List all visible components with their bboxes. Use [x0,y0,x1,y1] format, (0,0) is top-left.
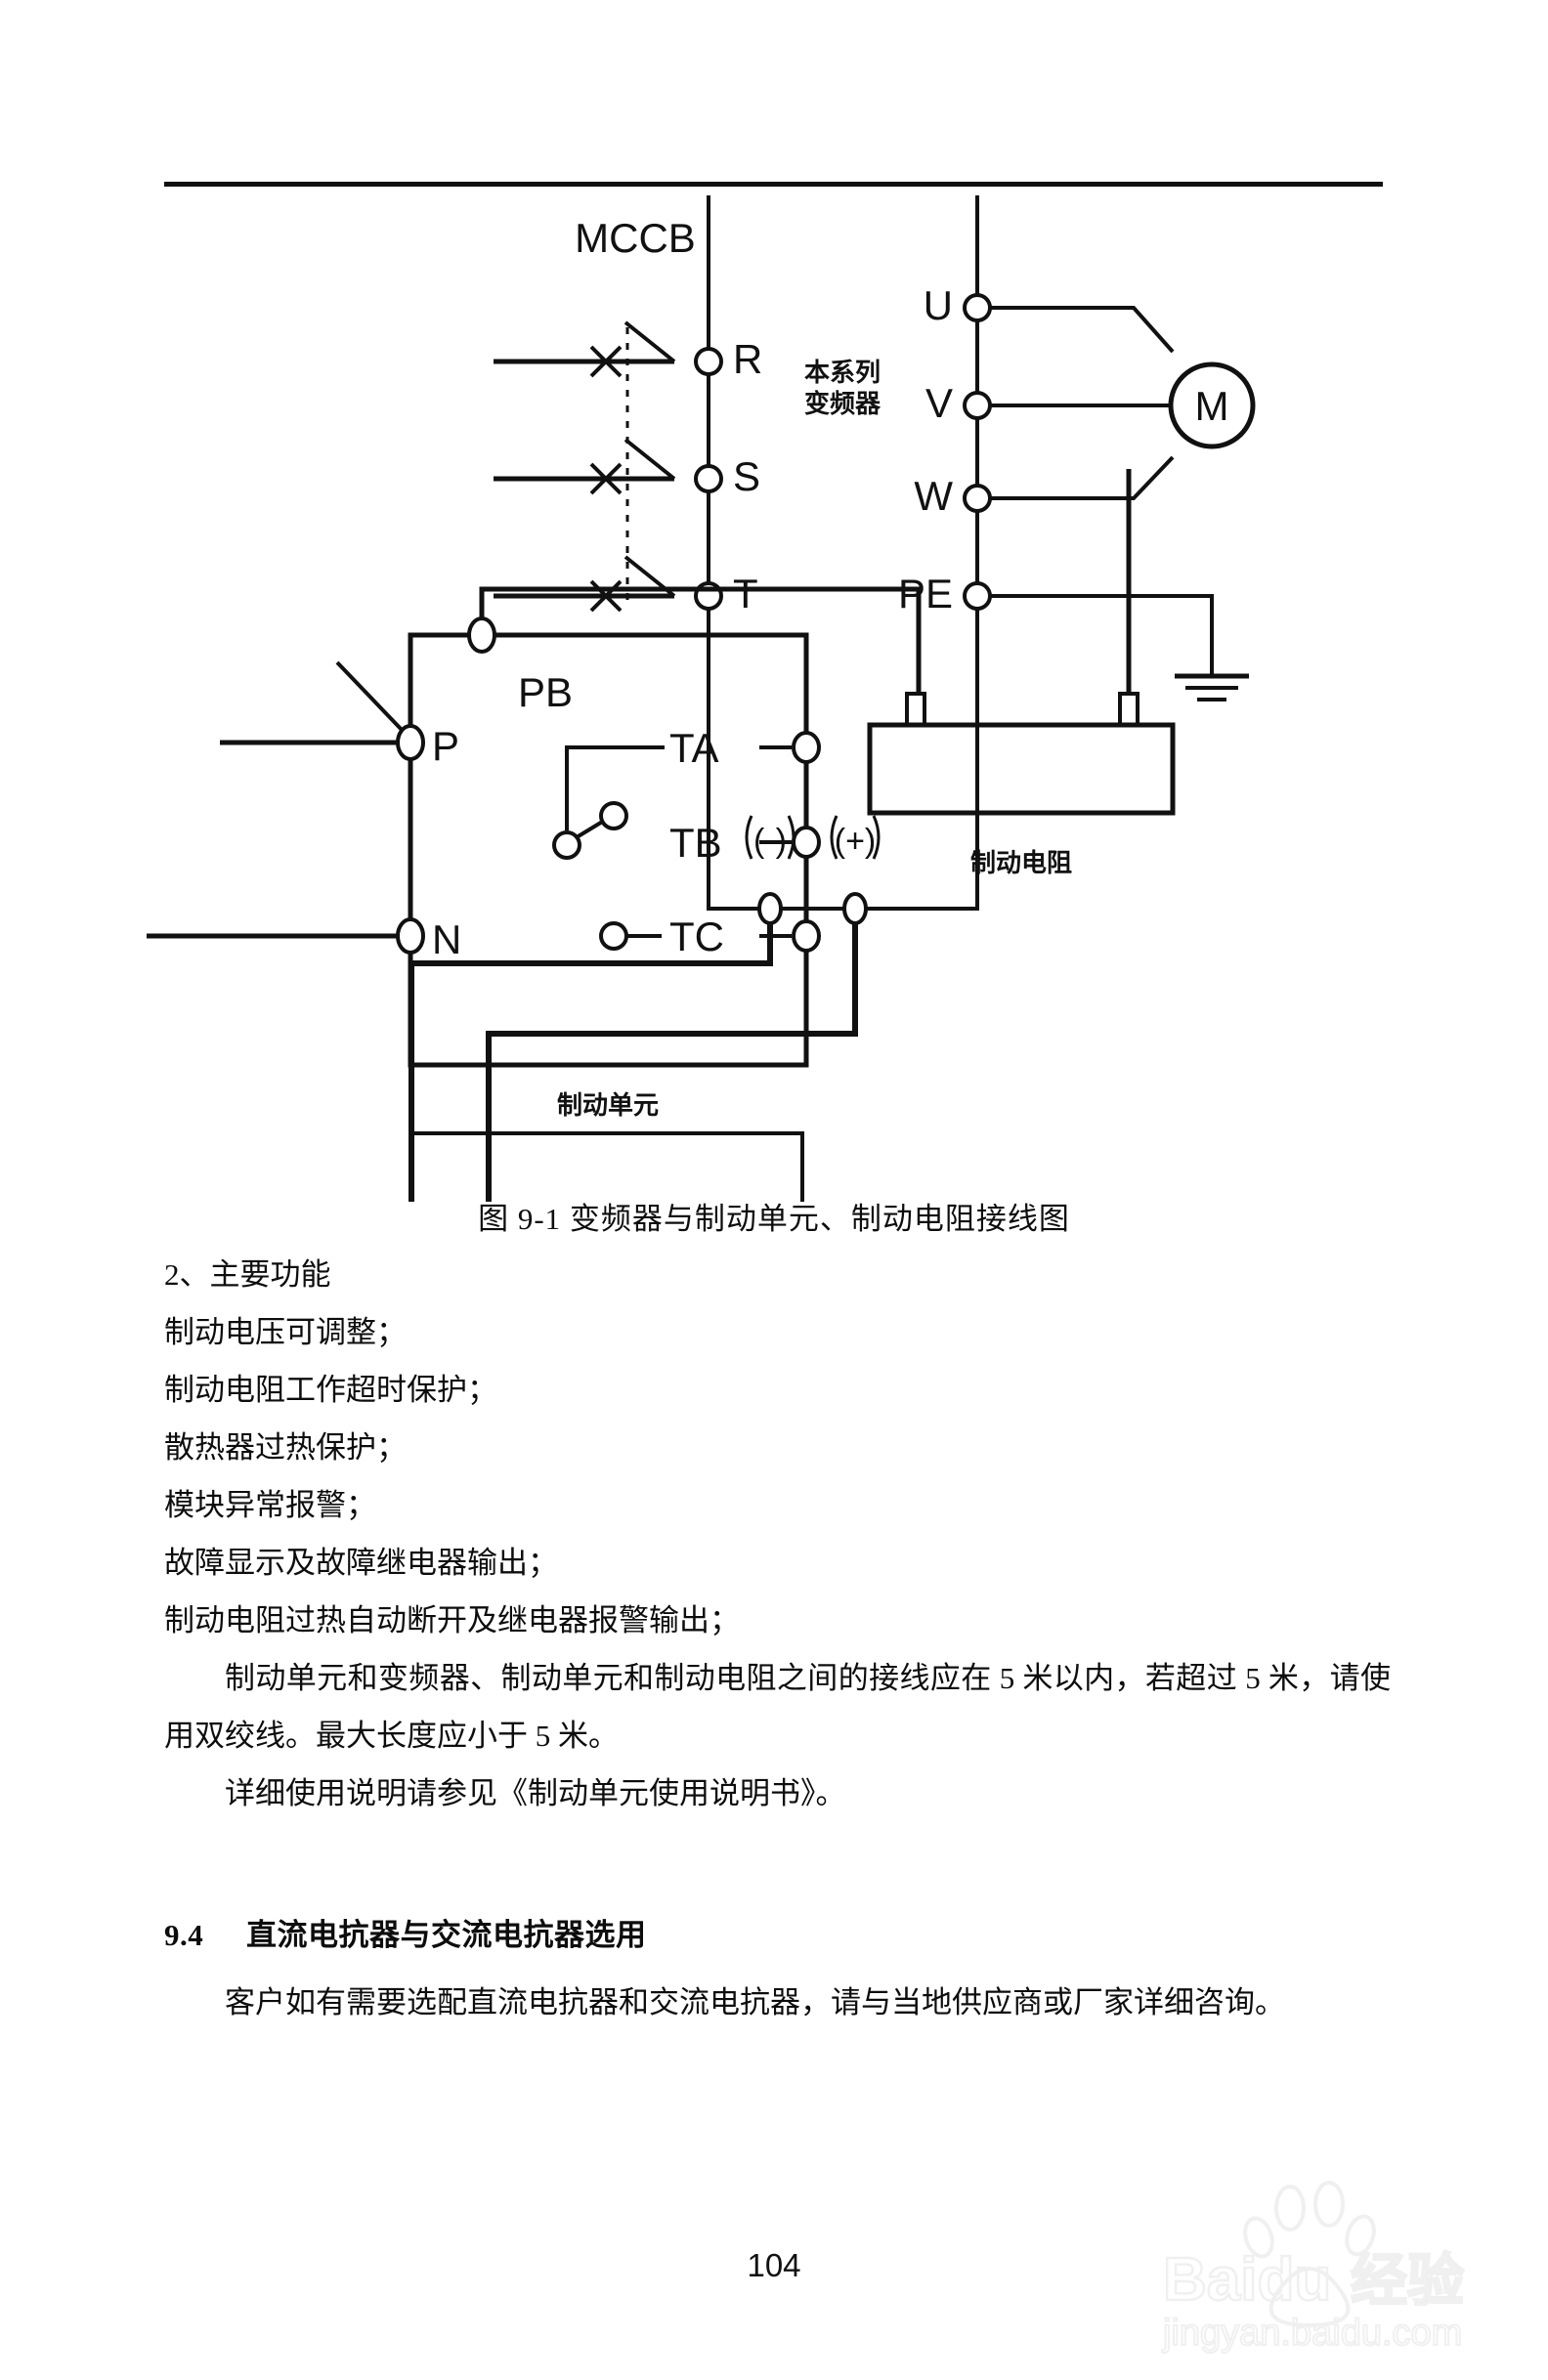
relay-tb-node [792,826,821,859]
braking-unit-rect [408,632,809,1068]
terminal-w-label: W [914,473,953,519]
braking-resistor-label: 制动电阻 [970,848,1072,877]
terminal-s-node [694,464,723,493]
terminal-pb-node [467,616,496,654]
wiring-diagram-figure: MCCB R S T U V W PE M (-) (+) 本系列 变频器 [147,195,1401,1202]
terminal-p-label: P [432,723,459,769]
section-heading: 9.4 直流电抗器与交流电抗器选用 [164,1910,1391,1954]
terminal-n-label: N [432,916,461,962]
relay-ta-node [792,731,821,764]
feature-item: 制动电压可调整； [164,1315,407,1349]
terminal-pb-label: PB [518,669,573,715]
braking-section-svg: PB P N TA TB TC 制动单元 制动电阻 [147,469,1176,1120]
section-paragraph: 客户如有需要选配直流电抗器和交流电抗器，请与当地供应商或厂家详细咨询。 [225,1985,1285,2019]
feature-item: 故障显示及故障继电器输出； [164,1546,558,1580]
feature-item: 制动电阻过热自动断开及继电器报警输出； [164,1603,740,1637]
feature-item: 模块异常报警； [164,1488,376,1522]
section-body: 客户如有需要选配直流电抗器和交流电抗器，请与当地供应商或厂家详细咨询。 [164,1974,1391,2031]
terminal-r-label: R [733,336,762,382]
terminal-v-label: V [925,380,953,426]
mccb-label: MCCB [575,215,696,261]
relay-no-node [599,921,628,951]
feature-item: 制动电阻工作超时保护； [164,1373,497,1407]
relay-tb-label: TB [669,820,722,866]
page-number: 104 [747,2247,801,2283]
relay-ta-label: TA [669,725,719,771]
braking-unit-label: 制动单元 [557,1090,659,1120]
resistor-lead-right [1118,692,1140,727]
dc-plus-label: (+) [835,823,877,860]
braking-resistor-rect [867,722,1176,816]
paragraph-manual-reference: 详细使用说明请参见《制动单元使用说明书》。 [225,1776,846,1810]
braking-section-figure: PB P N TA TB TC 制动单元 制动电阻 [147,469,1401,1211]
feature-item: 散热器过热保护； [164,1430,407,1465]
terminal-n-node [396,917,425,955]
body-text: 2、主要功能 制动电压可调整； 制动电阻工作超时保护； 散热器过热保护； 模块异… [164,1246,1391,1822]
terminal-u-label: U [924,282,953,328]
terminal-pe-label: PE [898,571,953,616]
terminal-v-node [963,391,992,420]
relay-nc-node [599,801,628,830]
section-number: 9.4 [164,1918,204,1952]
section-title: 直流电抗器与交流电抗器选用 [246,1918,647,1952]
terminal-r-node [694,347,723,376]
resistor-lead-left [905,692,926,727]
relay-tc-label: TC [669,914,724,959]
inverter-label-line2: 变频器 [804,389,882,418]
header-rule [164,182,1383,187]
relay-common-node [552,830,581,860]
heading-main-functions: 2、主要功能 [164,1257,331,1292]
paragraph-wiring-length: 制动单元和变频器、制动单元和制动电阻之间的接线应在 5 米以内，若超过 5 米，… [164,1661,1391,1753]
motor-label: M [1195,383,1229,429]
wiring-diagram-svg: MCCB R S T U V W PE M (-) (+) 本系列 变频器 [408,195,1256,1202]
relay-tc-node [792,919,821,953]
terminal-s-label: S [733,453,760,499]
inverter-label-line1: 本系列 [804,358,881,387]
braking-unit-box [409,1131,804,1202]
terminal-t-label: T [733,571,758,616]
watermark-url: jingyan.baidu.com [1162,2313,1462,2354]
motor-symbol [1168,361,1256,449]
figure-caption: 图 9-1 变频器与制动单元、制动电阻接线图 [478,1202,1070,1236]
terminal-u-node [963,293,992,322]
